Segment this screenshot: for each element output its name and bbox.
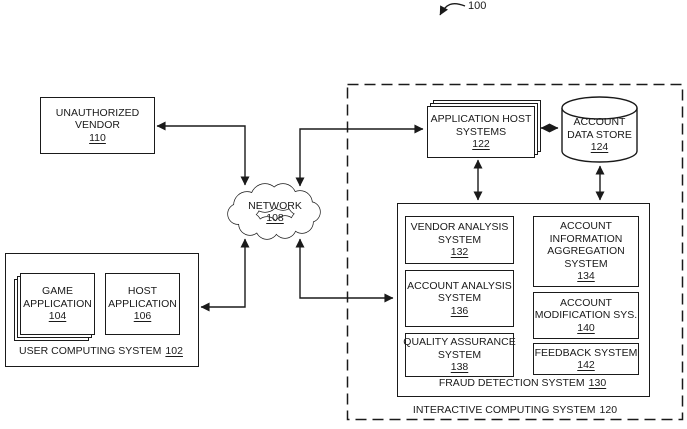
application-host-systems-ref: 122 [472, 138, 490, 151]
account-information-aggregation-system-title: ACCOUNT INFORMATION AGGREGATION SYSTEM [547, 220, 625, 270]
network-cloud-shape [227, 183, 321, 240]
application-host-systems-title: APPLICATION HOST SYSTEMS [430, 113, 532, 138]
account-data-store-label: ACCOUNT DATA STORE 124 [562, 115, 637, 155]
figure-ref-label: 100 [468, 0, 487, 12]
quality-assurance-system-ref: 138 [450, 361, 469, 374]
arrow-vendor-network [156, 121, 250, 186]
game-application-title: GAME APPLICATION [23, 285, 92, 310]
account-modification-system-ref: 140 [577, 321, 595, 334]
arrow-network-apphost [295, 124, 424, 187]
user-computing-system-label: USER COMPUTING SYSTEM 102 [19, 345, 183, 357]
host-application-box: HOST APPLICATION 106 [105, 273, 180, 335]
account-data-store-cylinder [561, 96, 638, 163]
arrow-network-fraud [295, 238, 394, 303]
application-host-systems-box: APPLICATION HOST SYSTEMS 122 [427, 106, 535, 158]
account-data-store-ref: 124 [590, 141, 609, 154]
account-modification-system-title: ACCOUNT MODIFICATION SYS. [534, 296, 638, 322]
interactive-computing-dashed-border [346, 83, 684, 421]
account-analysis-system-title: ACCOUNT ANALYSIS SYSTEM [407, 279, 512, 305]
interactive-computing-system-label: INTERACTIVE COMPUTING SYSTEM 120 [412, 404, 618, 416]
network-title: NETWORK [248, 199, 302, 212]
feedback-system-ref: 142 [577, 359, 595, 371]
quality-assurance-system-box: QUALITY ASSURANCE SYSTEM 138 [403, 333, 516, 377]
game-application-ref: 104 [48, 310, 67, 323]
unauthorized-vendor-box: UNAUTHORIZED VENDOR 110 [40, 97, 155, 154]
account-modification-system-box: ACCOUNT MODIFICATION SYS. 140 [533, 292, 639, 339]
unauthorized-vendor-ref: 110 [89, 131, 106, 144]
unauthorized-vendor-title: UNAUTHORIZED VENDOR [55, 106, 140, 132]
feedback-system-box: FEEDBACK SYSTEM 142 [533, 343, 639, 375]
account-data-store-title: ACCOUNT DATA STORE [567, 116, 632, 141]
network-label: NETWORK 108 [233, 194, 317, 230]
feedback-system-title: FEEDBACK SYSTEM [534, 346, 638, 359]
arrow-user-network [200, 238, 250, 312]
network-ref: 108 [266, 212, 284, 224]
account-information-aggregation-system-box: ACCOUNT INFORMATION AGGREGATION SYSTEM 1… [533, 216, 639, 287]
host-application-title: HOST APPLICATION [108, 285, 177, 310]
host-application-ref: 106 [133, 310, 152, 323]
account-analysis-system-ref: 136 [450, 304, 469, 317]
vendor-analysis-system-ref: 132 [450, 246, 469, 259]
game-application-box: GAME APPLICATION 104 [20, 273, 95, 335]
vendor-analysis-system-box: VENDOR ANALYSIS SYSTEM 132 [405, 216, 514, 264]
quality-assurance-system-title: QUALITY ASSURANCE SYSTEM [403, 336, 516, 361]
fraud-detection-system-label: FRAUD DETECTION SYSTEM 130 [438, 377, 607, 389]
account-analysis-system-box: ACCOUNT ANALYSIS SYSTEM 136 [405, 270, 514, 327]
vendor-analysis-system-title: VENDOR ANALYSIS SYSTEM [410, 221, 509, 246]
figure-ref-arrow [439, 3, 466, 16]
account-information-aggregation-system-ref: 134 [577, 270, 595, 283]
